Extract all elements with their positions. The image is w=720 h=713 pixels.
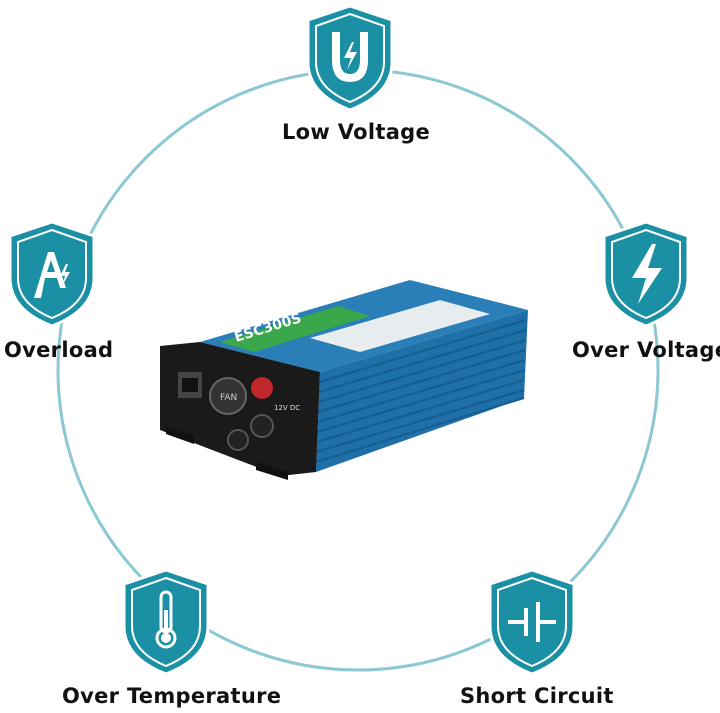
feature-label-overload: Overload [4, 338, 114, 362]
lightning-bolt-icon [602, 220, 690, 328]
thermometer-icon [122, 568, 210, 676]
feature-label-over-temperature: Over Temperature [62, 684, 282, 708]
feature-label-low-voltage: Low Voltage [282, 120, 431, 144]
inverter-product-image: ESC300S FAN 12V DC [160, 280, 530, 480]
shield-badge-overload [4, 218, 100, 330]
shield-badge-over-voltage [598, 218, 694, 330]
input-voltage-label: 12V DC [274, 404, 300, 412]
shield-badge-short-circuit [484, 566, 580, 678]
shield-badge-low-voltage [302, 2, 398, 114]
feature-label-over-voltage: Over Voltage [572, 338, 720, 362]
feature-label-short-circuit: Short Circuit [460, 684, 614, 708]
short-circuit-icon [488, 568, 576, 676]
amp-icon [8, 220, 96, 328]
fan-label: FAN [220, 393, 237, 403]
shield-badge-over-temperature [118, 566, 214, 678]
magnet-bolt-icon [306, 4, 394, 112]
